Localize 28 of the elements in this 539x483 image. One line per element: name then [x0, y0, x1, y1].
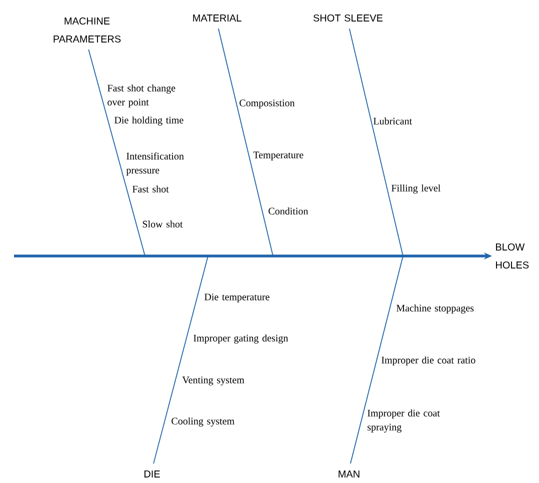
bone-line	[153, 256, 208, 464]
cause-label: Fast shot	[132, 185, 169, 193]
cause-label: Machine stoppages	[396, 304, 474, 314]
cause-label: Temperature	[253, 152, 304, 160]
cause-label: Fast shot change over point	[107, 84, 176, 108]
cause-label: Lubricant	[373, 117, 412, 125]
cause-label: Improper die coat ratio	[382, 356, 476, 366]
cause-label: Improper gating design	[194, 334, 288, 344]
effect-label: BLOW HOLES	[496, 243, 529, 269]
category-label: SHOT SLEEVE	[313, 14, 383, 22]
cause-label: Cooling system	[172, 417, 234, 427]
cause-label: Intensification pressure	[126, 152, 184, 176]
cause-label: Filling level	[391, 184, 440, 194]
category-label: MATERIAL	[193, 14, 242, 22]
cause-label: Die holding time	[114, 116, 184, 126]
bone-line	[88, 49, 146, 256]
category-label: DIE	[144, 470, 160, 478]
bone-line	[218, 28, 274, 256]
bone-line	[350, 256, 404, 464]
cause-label: Slow shot	[142, 220, 183, 228]
cause-label: Die temperature	[204, 294, 270, 302]
cause-label: Improper die coat spraying	[368, 409, 440, 433]
category-label: MAN	[338, 470, 360, 478]
category-label: MACHINE PARAMETERS	[54, 17, 121, 43]
cause-label: Condition	[268, 207, 308, 215]
cause-label: Venting system	[182, 376, 244, 386]
cause-label: Composistion	[240, 100, 295, 108]
bone-line	[348, 28, 404, 256]
